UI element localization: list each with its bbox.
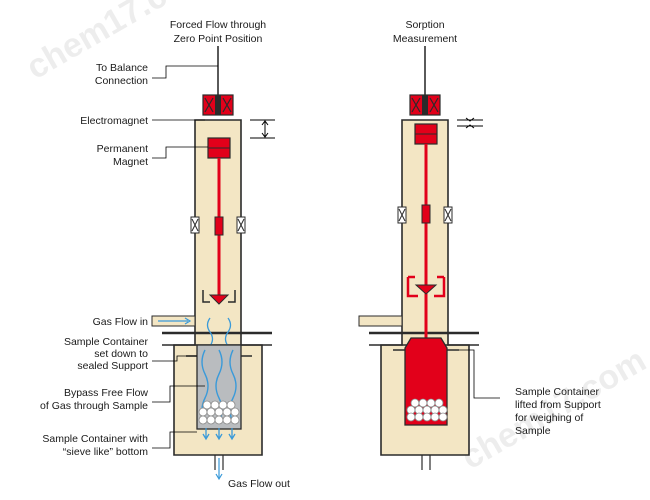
- gas-outlet-pipe: [214, 455, 224, 481]
- label-container-lifted-2: lifted from Support: [515, 399, 601, 411]
- right-apparatus: Sorption Measurement: [358, 19, 601, 470]
- permanent-magnet: [207, 137, 231, 159]
- electromagnet: [202, 94, 234, 116]
- label-gas-flow-out: Gas Flow out: [228, 478, 290, 490]
- label-bypass-flow-2: of Gas through Sample: [40, 400, 148, 412]
- left-apparatus: Forced Flow through Zero Point Position: [40, 19, 290, 490]
- label-permanent-magnet-1: Permanent: [97, 143, 148, 155]
- leader-balance-connection: [152, 65, 218, 79]
- gas-outlet-pipe: [421, 455, 431, 470]
- label-gas-flow-in: Gas Flow in: [93, 316, 149, 328]
- cone-tip: [414, 284, 438, 295]
- sample-particles: [198, 400, 240, 425]
- leader-sieve-bottom: [152, 431, 197, 449]
- coupling: [397, 206, 453, 224]
- label-container-set-down-2: set down to: [94, 348, 148, 360]
- coupling: [190, 216, 246, 234]
- right-title-line1: Sorption: [405, 19, 444, 31]
- exit-arrows: [202, 428, 236, 441]
- label-permanent-magnet-2: Magnet: [113, 156, 148, 168]
- label-electromagnet: Electromagnet: [80, 115, 148, 127]
- rod-sleeve: [421, 204, 431, 224]
- gap-indicator: [250, 119, 275, 139]
- gas-flow-arrows: [206, 317, 232, 347]
- label-bypass-flow-1: Bypass Free Flow: [64, 387, 148, 399]
- gap-indicator: [457, 117, 483, 129]
- coupling-cone: [202, 290, 236, 305]
- coupling-cone-lifted: [406, 275, 446, 298]
- gas-inlet-pipe: [358, 315, 403, 327]
- label-container-lifted-3: for weighing of: [515, 412, 583, 424]
- label-balance-connection-2: Connection: [95, 75, 148, 87]
- leader-permanent-magnet: [152, 146, 208, 159]
- right-title-line2: Measurement: [393, 33, 457, 45]
- label-container-set-down-3: sealed Support: [77, 360, 148, 372]
- label-container-lifted-4: Sample: [515, 425, 551, 437]
- label-balance-connection-1: To Balance: [96, 62, 148, 74]
- leader-bypass-flow: [152, 385, 205, 403]
- leader-container-set-down: [152, 355, 197, 362]
- left-title-line2: Zero Point Position: [174, 33, 263, 45]
- permanent-magnet: [414, 123, 438, 145]
- label-sieve-bottom-1: Sample Container with: [42, 433, 148, 445]
- rod-sleeve: [214, 216, 224, 236]
- label-sieve-bottom-2: “sieve like” bottom: [63, 446, 148, 458]
- sample-particles: [406, 398, 448, 422]
- leader-container-lifted: [459, 349, 500, 399]
- electromagnet: [409, 94, 441, 116]
- left-title-line1: Forced Flow through: [170, 19, 266, 31]
- gas-inlet-pipe: [151, 315, 196, 327]
- label-container-lifted-1: Sample Container: [515, 386, 600, 398]
- label-container-set-down-1: Sample Container: [64, 336, 149, 348]
